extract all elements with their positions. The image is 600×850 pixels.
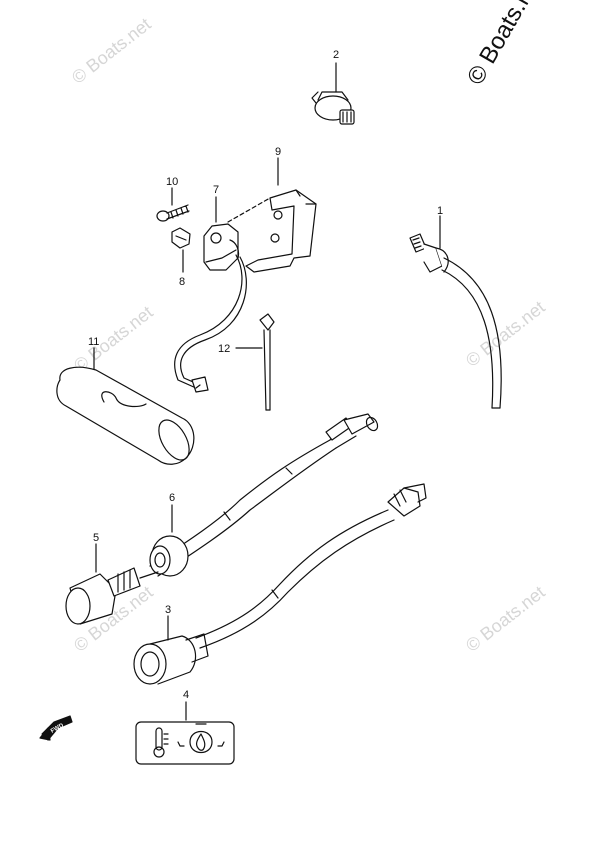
part-5-gauge: [65, 543, 159, 625]
part-8-nut: [171, 227, 191, 273]
callout-8: 8: [179, 276, 185, 288]
callout-7: 7: [213, 184, 219, 196]
part-1-temp-sensor: [409, 215, 502, 409]
part-9-bracket: [227, 157, 317, 273]
callout-2: 2: [333, 49, 339, 61]
callout-10: 10: [166, 176, 178, 188]
part-6-grommet: [149, 504, 189, 577]
callout-9: 9: [275, 146, 281, 158]
part-3-gauge: [133, 615, 209, 685]
part-4-label: [135, 701, 235, 765]
callout-3: 3: [165, 604, 171, 616]
callout-5: 5: [93, 532, 99, 544]
part-12-tie: [235, 313, 275, 411]
part-7-sensor: [174, 196, 247, 393]
part-11-sleeve: [56, 347, 195, 465]
callout-6: 6: [169, 492, 175, 504]
callout-1: 1: [437, 205, 443, 217]
part-2-switch: [311, 62, 355, 125]
fwd-arrow-icon: [39, 715, 73, 741]
callout-11: 11: [88, 336, 99, 348]
callout-4: 4: [183, 689, 189, 701]
harness-lower: [195, 483, 427, 649]
callout-12: 12: [218, 343, 230, 355]
part-10-bolt: [156, 187, 190, 222]
